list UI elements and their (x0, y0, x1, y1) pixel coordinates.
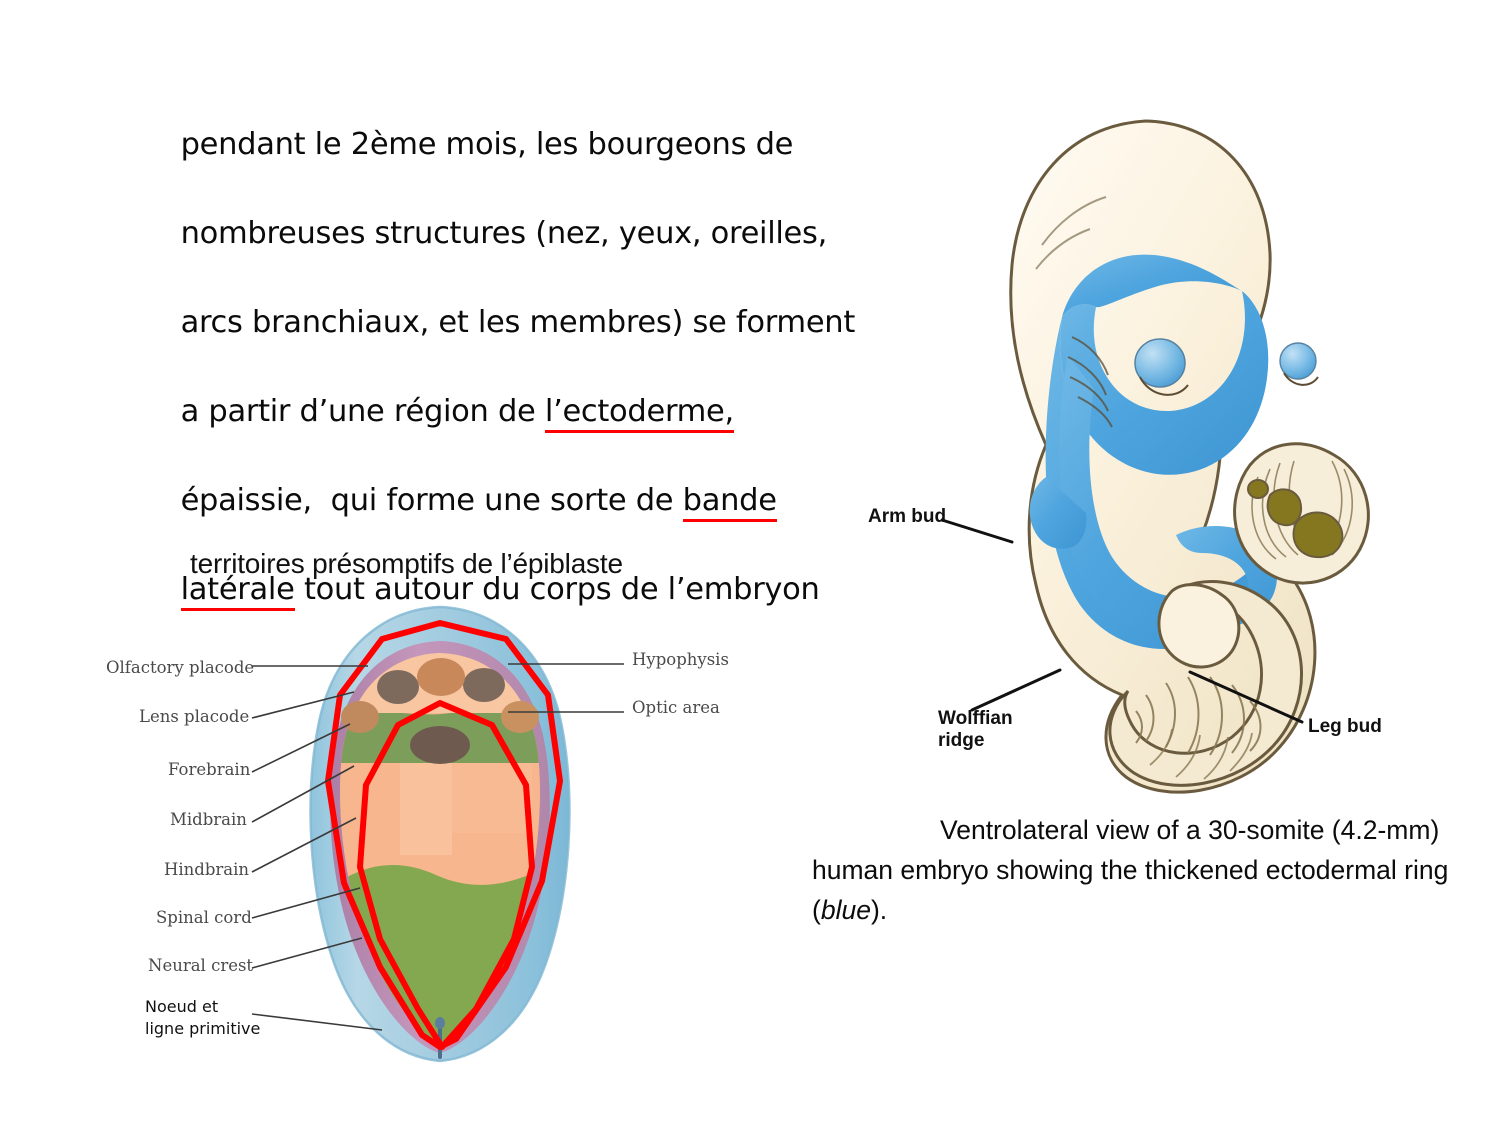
lens-placode-left-dot (341, 701, 379, 733)
embryo-label-leg-bud: Leg bud (1308, 716, 1382, 737)
olfactory-placode-left-dot (377, 670, 419, 704)
intro-line-1: pendant le 2ème mois, les bourgeons de (180, 126, 794, 162)
somite-segments (1135, 676, 1262, 756)
fate-map-label-optic-area: Optic area (632, 698, 720, 717)
red-annotation-outlines (325, 620, 563, 1050)
hypophysis-dot (417, 658, 465, 696)
leg-bud (1157, 583, 1241, 669)
red-inner-ring (357, 700, 535, 1050)
fate-map-label-neural-crest: Neural crest (148, 956, 254, 975)
fate-map-label-olfactory-placode: Olfactory placode (106, 658, 255, 677)
embryo-label-arm-bud: Arm bud (868, 506, 947, 527)
highlight-ectoderme: l’ectoderme, (544, 393, 734, 433)
olfactory-placode-right-dot (463, 668, 505, 702)
embryo-caption: Ventrolateral view of a 30-somite (4.2-m… (812, 810, 1452, 930)
intro-line-2: nombreuses structures (nez, yeux, oreill… (180, 215, 828, 251)
fate-map-label-noeud-ligne-primitive: Noeud et ligne primitive (145, 996, 260, 1040)
arm-bud (1029, 477, 1087, 549)
caption-part-1: Ventrolateral view of a 30-somite (4.2-m… (812, 815, 1449, 925)
umbilical-vessel-1 (1266, 488, 1302, 527)
placode-dots (341, 658, 539, 764)
embryo-label-wolffian-ridge: Wolffian ridge (938, 708, 1013, 752)
umbilical-vessel-2 (1292, 511, 1344, 559)
fate-map-right-leaders (508, 663, 624, 713)
lens-placode-right-dot (501, 701, 539, 733)
intro-line-4-prefix: a partir d’une région de (180, 393, 545, 429)
intro-line-5-prefix: épaissie, qui forme une sorte de (180, 482, 683, 518)
wolffian-ridge-line-2: ridge (938, 730, 985, 751)
fate-map-label-spinal-cord: Spinal cord (156, 908, 252, 927)
branchial-arch-lines (1067, 336, 1113, 428)
caption-emphasis-blue: blue (820, 895, 871, 925)
leg-bud-leader (1188, 670, 1304, 724)
fate-map-title: territoires présomptifs de l’épiblaste (190, 548, 623, 579)
fate-map-label-hindbrain: Hindbrain (164, 860, 250, 879)
caption-part-2: ). (870, 895, 888, 925)
umbilical-vessel-3 (1247, 479, 1269, 499)
fate-map-left-leaders (251, 665, 383, 1031)
noeud-line-2: ligne primitive (145, 1019, 261, 1038)
fate-map-label-hypophysis: Hypophysis (632, 650, 729, 669)
fate-map-diagram (309, 605, 571, 1063)
intro-line-3: arcs branchiaux, et les membres) se form… (180, 304, 856, 340)
noeud-line-1: Noeud et (145, 997, 219, 1016)
intro-paragraph: pendant le 2ème mois, les bourgeons de n… (143, 78, 883, 657)
head-contour-lines (1035, 196, 1107, 270)
otic-vesicle (1134, 338, 1189, 396)
optic-area-dot (410, 726, 470, 764)
fate-map-label-midbrain: Midbrain (170, 810, 247, 829)
arm-bud-leader (940, 518, 1014, 544)
umbilical-cord-section (1233, 442, 1370, 585)
wolffian-ridge-leader (970, 668, 1062, 712)
fate-map-label-lens-placode: Lens placode (139, 707, 250, 726)
highlight-laterale: latérale (180, 571, 295, 611)
embryo-leader-lines (940, 518, 1304, 724)
wolffian-ridge-line-1: Wolffian (938, 708, 1013, 729)
intro-line-6-suffix: tout autour du corps de l’embryon (294, 571, 820, 607)
fate-map-label-forebrain: Forebrain (168, 760, 251, 779)
optic-vesicle (1279, 342, 1319, 386)
highlight-bande: bande (682, 482, 777, 522)
embryo-diagram (1009, 119, 1370, 794)
